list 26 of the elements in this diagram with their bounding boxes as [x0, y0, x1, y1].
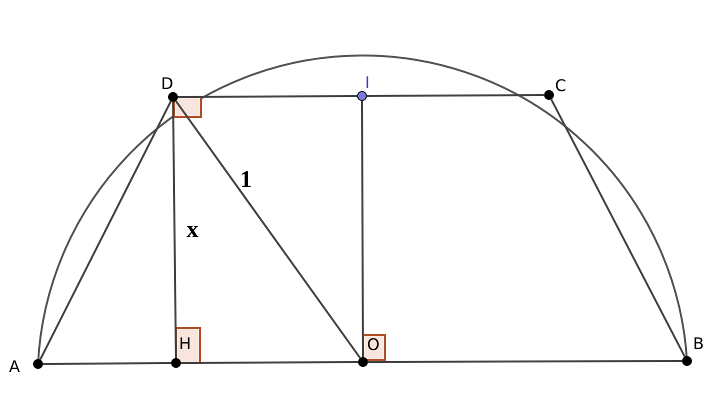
point-label: O — [367, 336, 380, 354]
line-segment — [175, 100, 361, 359]
point-dot — [358, 357, 368, 367]
point-dot — [168, 92, 178, 102]
point-dot — [171, 358, 181, 368]
point-dot — [544, 90, 554, 100]
line-segment — [178, 95, 357, 98]
point-dot — [682, 356, 692, 366]
line-segment — [172, 102, 177, 358]
line-segment — [550, 98, 686, 358]
point-dot — [357, 91, 367, 101]
edge-label: 1 — [240, 168, 252, 192]
point-label: D — [161, 75, 174, 93]
edge-label: x — [186, 218, 198, 242]
point-label: H — [179, 335, 192, 353]
line-segment — [368, 360, 682, 363]
line-segment — [39, 101, 172, 360]
point-dot — [33, 359, 43, 369]
line-segment — [367, 94, 544, 97]
line-segment — [43, 362, 171, 365]
point-label: I — [365, 74, 370, 92]
line-segment — [361, 101, 364, 357]
point-label: C — [555, 77, 566, 95]
line-segment — [181, 361, 358, 364]
point-label: B — [693, 335, 704, 353]
point-label: A — [9, 358, 20, 376]
